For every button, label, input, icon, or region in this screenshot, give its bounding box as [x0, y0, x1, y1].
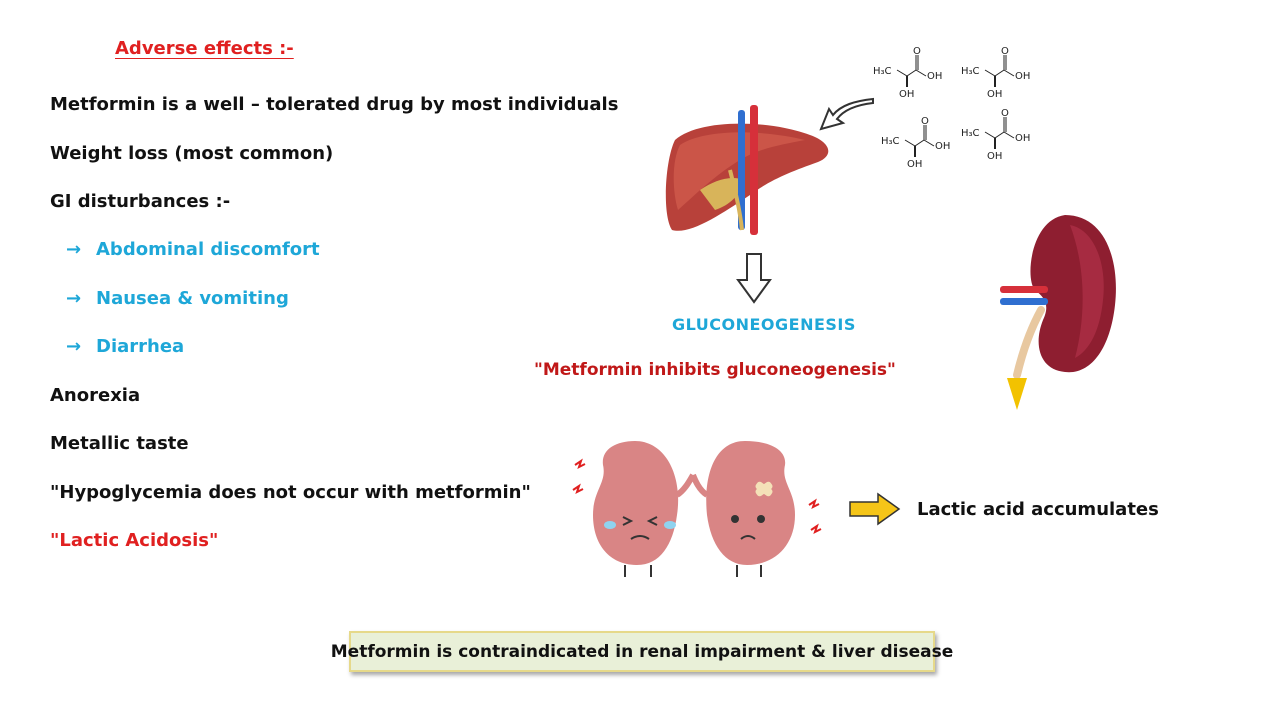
gluconeogenesis-label: GLUCONEOGENESIS: [672, 315, 856, 334]
curved-arrow-icon: [819, 97, 874, 131]
line-anorexia: Anorexia: [50, 385, 141, 406]
svg-text:OH: OH: [927, 71, 942, 82]
liver-illustration: [665, 105, 829, 235]
lactate-molecule: H₃C O OH OH: [961, 46, 1030, 100]
metformin-inhibits-quote: "Metformin inhibits gluconeogenesis": [534, 360, 896, 380]
adverse-effects-heading: Adverse effects :-: [115, 38, 294, 59]
svg-text:H₃C: H₃C: [881, 136, 900, 147]
svg-text:H₃C: H₃C: [961, 66, 980, 77]
line-metallic-taste: Metallic taste: [50, 433, 189, 454]
sad-kidney-right: [690, 441, 822, 577]
line-well-tolerated: Metformin is a well – tolerated drug by …: [50, 94, 619, 115]
svg-text:O: O: [921, 116, 929, 127]
arrow-right-icon: →: [66, 288, 82, 309]
svg-text:OH: OH: [987, 89, 1002, 100]
svg-text:H₃C: H₃C: [873, 66, 892, 77]
contraindication-note: Metformin is contraindicated in renal im…: [331, 631, 953, 672]
lactate-molecules: H₃C O OH OH H₃C O OH OH H₃C O OH OH H₃C: [873, 46, 1030, 170]
arrow-right-icon: →: [66, 336, 82, 357]
line-hypoglycemia: "Hypoglycemia does not occur with metfor…: [50, 482, 531, 503]
svg-text:OH: OH: [935, 141, 950, 152]
gi-item-nausea: → Nausea & vomiting: [66, 288, 289, 309]
lactate-molecule: H₃C O OH OH: [881, 116, 950, 170]
line-gi-disturbances: GI disturbances :-: [50, 191, 231, 212]
lactic-acid-accumulates-label: Lactic acid accumulates: [917, 499, 1159, 520]
gi-item-label: Diarrhea: [96, 336, 185, 357]
kidney-illustration: [1000, 215, 1116, 410]
line-weight-loss: Weight loss (most common): [50, 143, 334, 164]
svg-text:O: O: [1001, 46, 1009, 57]
svg-text:OH: OH: [899, 89, 914, 100]
svg-text:OH: OH: [1015, 133, 1030, 144]
lactate-molecule: H₃C O OH OH: [873, 46, 942, 100]
svg-text:OH: OH: [987, 151, 1002, 162]
svg-text:OH: OH: [907, 159, 922, 170]
svg-text:H₃C: H₃C: [961, 128, 980, 139]
arrow-right-icon: →: [66, 239, 82, 260]
svg-text:OH: OH: [1015, 71, 1030, 82]
svg-text:O: O: [913, 46, 921, 57]
arrow-right-icon: [849, 492, 901, 526]
gi-item-abdominal: → Abdominal discomfort: [66, 239, 320, 260]
lactate-molecule: H₃C O OH OH: [961, 108, 1030, 162]
line-lactic-acidosis: "Lactic Acidosis": [50, 530, 219, 551]
gi-item-label: Nausea & vomiting: [96, 288, 289, 309]
svg-text:O: O: [1001, 108, 1009, 119]
gi-item-diarrhea: → Diarrhea: [66, 336, 184, 357]
sad-kidney-left: [572, 441, 696, 577]
gi-item-label: Abdominal discomfort: [96, 239, 320, 260]
sad-kidneys-illustration: [572, 441, 822, 577]
down-arrow-icon: [736, 253, 772, 304]
